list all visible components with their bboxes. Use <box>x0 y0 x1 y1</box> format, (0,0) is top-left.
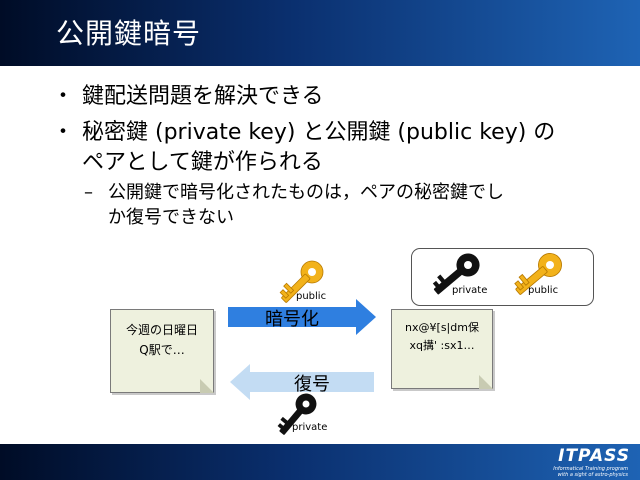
bullet-marker: ・ <box>52 120 75 145</box>
encrypt-arrow <box>228 299 376 335</box>
sub-bullet-marker: – <box>84 182 93 203</box>
box-private-label: private <box>452 285 488 296</box>
box-public-label: public <box>528 285 559 296</box>
ciphertext-line-1: nx@¥[s|dm保 <box>405 321 479 334</box>
bullet-marker: ・ <box>52 84 75 109</box>
sub-bullet-line-1: 公開鍵で暗号化されたものは，ペアの秘密鍵でし <box>108 182 504 203</box>
public-key-icon <box>509 251 567 302</box>
sub-bullet-line-2: か復号できない <box>108 207 234 228</box>
bullet-2-line-1: 秘密鍵 (private key) と公開鍵 (public key) の <box>82 120 556 145</box>
slide-title: 公開鍵暗号 <box>56 17 202 50</box>
private-key-icon <box>273 392 321 440</box>
itpass-logo: ITPASS <box>558 446 630 466</box>
bullet-2: ・ 秘密鍵 (private key) と公開鍵 (public key) の … <box>52 118 556 178</box>
public-key-icon <box>275 258 329 308</box>
bullet-1: ・ 鍵配送問題を解決できる <box>52 82 324 112</box>
decrypt-label: 復号 <box>294 374 330 395</box>
encrypt-label: 暗号化 <box>265 309 319 330</box>
ciphertext-line-2: xq搆' :sx1… <box>409 339 475 352</box>
plaintext-line-2: Q駅で… <box>139 343 185 357</box>
note-fold <box>479 375 493 389</box>
note-fold <box>200 379 214 393</box>
private-key-icon <box>428 251 485 301</box>
private-key-label: private <box>292 422 328 433</box>
ciphertext-note: nx@¥[s|dm保 xq搆' :sx1… <box>391 309 493 389</box>
plaintext-note: 今週の日曜日 Q駅で… <box>110 309 214 393</box>
public-key-label: public <box>296 291 327 302</box>
logo-subtitle-line-1: Informatical Training program <box>553 466 628 472</box>
key-pair-box: private public <box>411 248 594 306</box>
logo-subtitle-line-2: with a sight of astro-physics <box>557 472 628 478</box>
title-bar: 公開鍵暗号 <box>0 0 640 66</box>
decrypt-arrow <box>230 364 374 400</box>
sub-bullet: – 公開鍵で暗号化されたものは，ペアの秘密鍵でし か復号できない <box>84 180 504 230</box>
plaintext-line-1: 今週の日曜日 <box>125 323 198 337</box>
footer-bar: ITPASS Informatical Training program wit… <box>0 444 640 480</box>
bullet-1-line-1: 鍵配送問題を解決できる <box>82 84 324 109</box>
bullet-2-line-2: ペアとして鍵が作られる <box>82 150 323 175</box>
